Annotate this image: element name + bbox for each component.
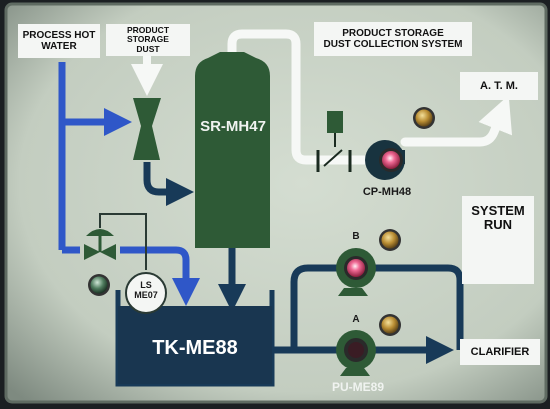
fan-tag: CP-MH48 xyxy=(362,186,412,198)
level-switch-lamp[interactable] xyxy=(88,274,110,296)
rotary-feeder xyxy=(133,98,161,160)
damper-switch xyxy=(316,111,352,172)
product-storage-dust-label: PRODUCT STORAGE DUST xyxy=(106,24,190,56)
control-valve xyxy=(84,229,116,260)
atm-label: A. T. M. xyxy=(460,72,538,100)
pump-b-status-lamp[interactable] xyxy=(379,229,401,251)
dust-collector xyxy=(195,52,270,248)
fan-run-lamp[interactable] xyxy=(379,148,403,172)
level-switch-tag: LS ME07 xyxy=(134,280,158,300)
dust-collection-system-label: PRODUCT STORAGE DUST COLLECTION SYSTEM xyxy=(314,22,472,56)
hot-water-line xyxy=(58,62,200,306)
system-run-panel: SYSTEM RUN xyxy=(462,196,534,284)
instrument-line xyxy=(99,213,147,270)
pump-a-tag: A xyxy=(352,314,360,325)
pump-tag: PU-ME89 xyxy=(331,380,384,394)
pump-b-run-lamp[interactable] xyxy=(344,256,368,280)
pump-b-tag: B xyxy=(352,231,360,242)
collector-tag: SR-MH47 xyxy=(200,118,266,135)
clarifier-label: CLARIFIER xyxy=(460,339,540,365)
system-run-label: SYSTEM RUN xyxy=(471,203,525,233)
process-line xyxy=(143,162,464,364)
tank xyxy=(115,290,275,387)
pump-a-run-lamp[interactable] xyxy=(344,338,368,362)
process-hot-water-label: PROCESS HOT WATER xyxy=(18,24,100,58)
pump-a-status-lamp[interactable] xyxy=(379,314,401,336)
level-switch-bubble xyxy=(125,272,167,314)
tank-tag: TK-ME88 xyxy=(152,337,238,359)
air-line xyxy=(227,29,513,165)
fan-status-lamp[interactable] xyxy=(413,107,435,129)
